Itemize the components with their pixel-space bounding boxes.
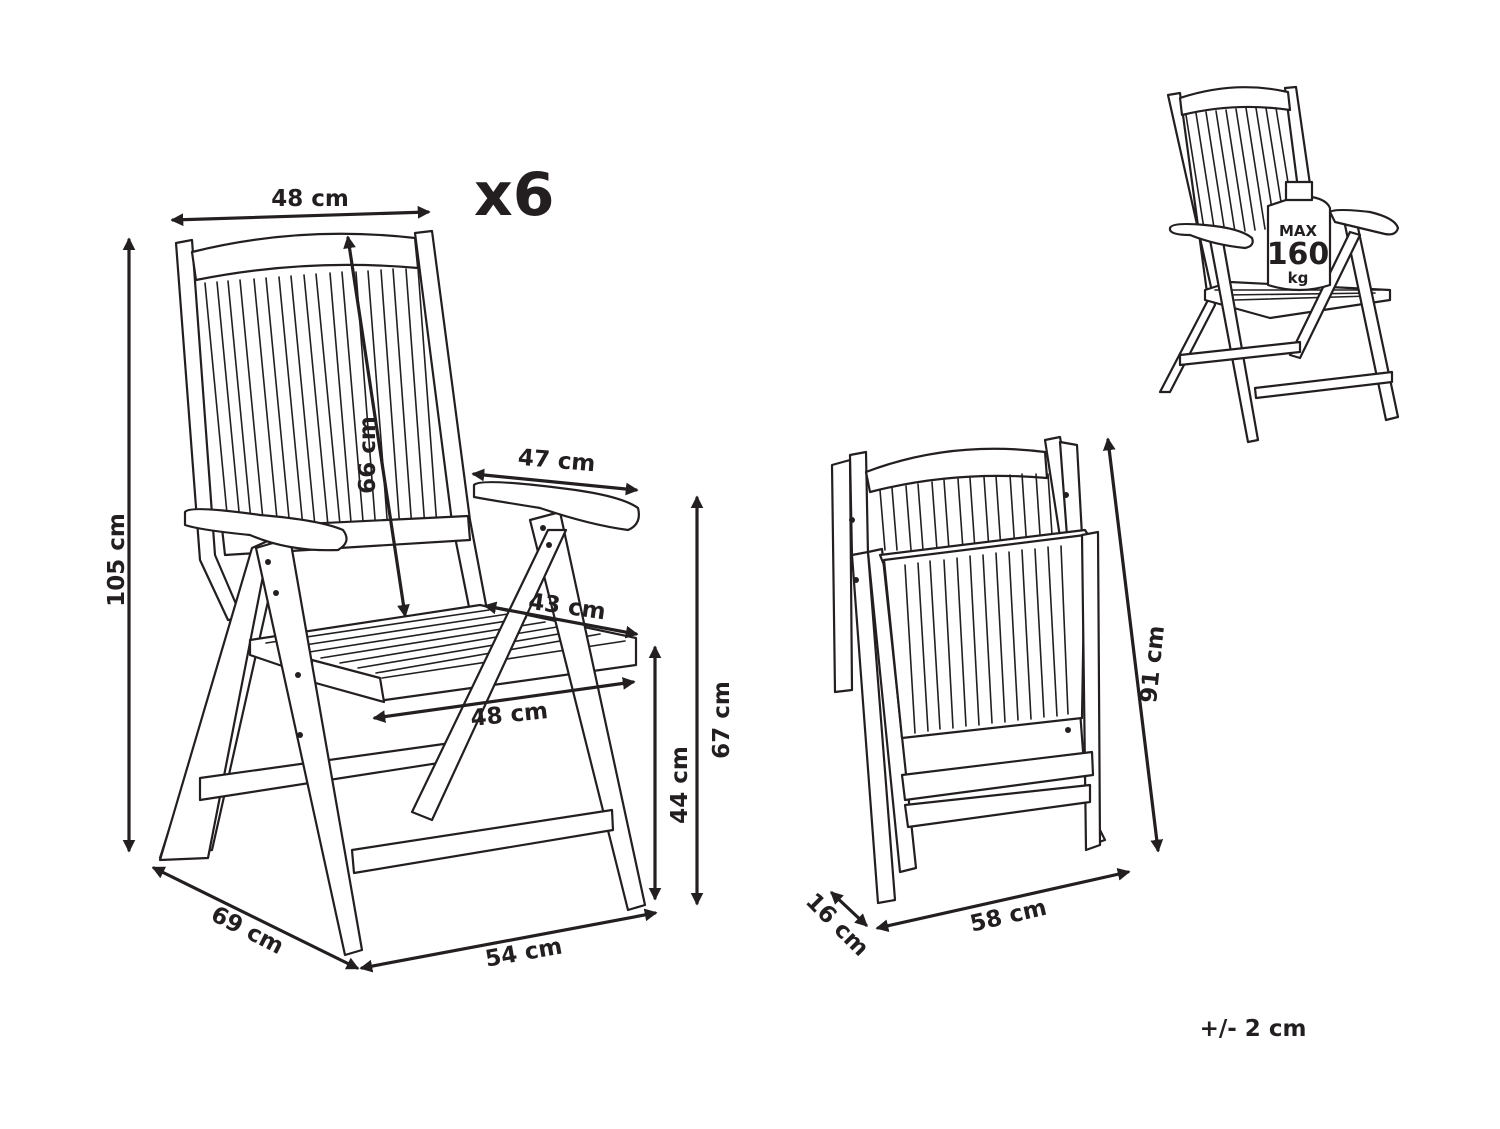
- tolerance-note: +/- 2 cm: [1200, 1016, 1307, 1042]
- folded-height-label: 91 cm: [1136, 624, 1170, 704]
- backrest-height-label: 66 cm: [355, 416, 381, 494]
- depth-label: 69 cm: [207, 902, 288, 960]
- backrest-width-label: 48 cm: [271, 186, 349, 212]
- armrest-depth-label: 47 cm: [517, 445, 597, 478]
- folded-width-label: 58 cm: [968, 895, 1049, 938]
- armrest-height-label: 67 cm: [709, 681, 735, 759]
- seat-height-label: 44 cm: [667, 746, 693, 824]
- load-value: 160: [1267, 237, 1330, 272]
- overall-height-label: 105 cm: [104, 513, 130, 607]
- dimension-arrows: [122, 205, 1164, 973]
- quantity-label: x6: [474, 160, 554, 230]
- load-capacity-illustration: MAX 160 kg: [1158, 85, 1400, 444]
- width-label: 54 cm: [483, 934, 564, 973]
- load-max-label: MAX: [1279, 222, 1318, 240]
- load-unit: kg: [1288, 269, 1309, 287]
- chair-folded-drawing: [830, 435, 1107, 905]
